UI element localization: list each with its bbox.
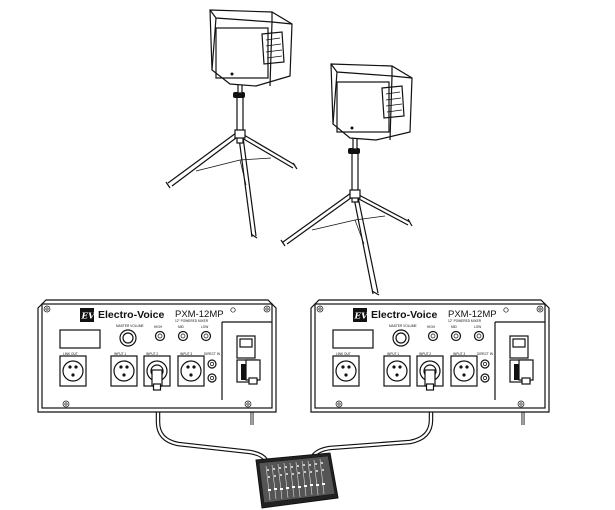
link-out-label: LINK OUT <box>63 352 78 356</box>
speaker-stand-right <box>280 137 413 296</box>
input2-label: INPUT 2 <box>146 352 158 356</box>
ev-logo-text: EV <box>354 312 369 322</box>
model-name: PXM-12MP <box>448 309 497 320</box>
input1-label: INPUT 1 <box>387 352 399 356</box>
master-label: MASTER VOLUME <box>389 324 417 328</box>
input1-label: INPUT 1 <box>114 352 126 356</box>
input2-label: INPUT 2 <box>419 352 431 356</box>
amp-panel-right: EV Electro-Voice PXM-12MP 12" POWERED MI… <box>310 299 550 413</box>
brand-name: Electro-Voice <box>98 309 164 321</box>
speaker-right <box>330 63 413 141</box>
xlr-plug-right <box>424 369 436 391</box>
master-label: MASTER VOLUME <box>116 324 144 328</box>
speaker-left <box>209 9 293 87</box>
brand-name: Electro-Voice <box>371 309 437 321</box>
direct-in-label: DIRECT IN <box>204 352 221 356</box>
input3-label: INPUT 3 <box>453 352 465 356</box>
power-plug-left <box>245 359 261 385</box>
input3-label: INPUT 3 <box>180 352 192 356</box>
speaker-stand-left <box>165 81 298 239</box>
eq-low-label: LOW <box>474 325 481 329</box>
ev-logo-text: EV <box>81 312 96 322</box>
eq-mid-label: MID <box>178 325 185 329</box>
power-plug-right <box>518 359 534 385</box>
eq-mid-label: MID <box>451 325 458 329</box>
direct-in-label: DIRECT IN <box>477 352 494 356</box>
amp-panel-left: EV Electro-Voice PXM-12MP 12" POWERED MI… <box>37 299 277 413</box>
eq-low-label: LOW <box>201 325 208 329</box>
eq-high-label: HIGH <box>427 325 436 329</box>
xlr-plug-left <box>151 369 163 391</box>
mixer-console <box>255 452 339 509</box>
ev-logo <box>353 308 367 322</box>
ev-logo <box>80 308 94 322</box>
eq-high-label: HIGH <box>154 325 163 329</box>
model-subtitle: 12" POWERED MIXER <box>175 319 209 323</box>
model-subtitle: 12" POWERED MIXER <box>448 319 482 323</box>
link-out-label: LINK OUT <box>336 352 351 356</box>
model-name: PXM-12MP <box>175 309 224 320</box>
